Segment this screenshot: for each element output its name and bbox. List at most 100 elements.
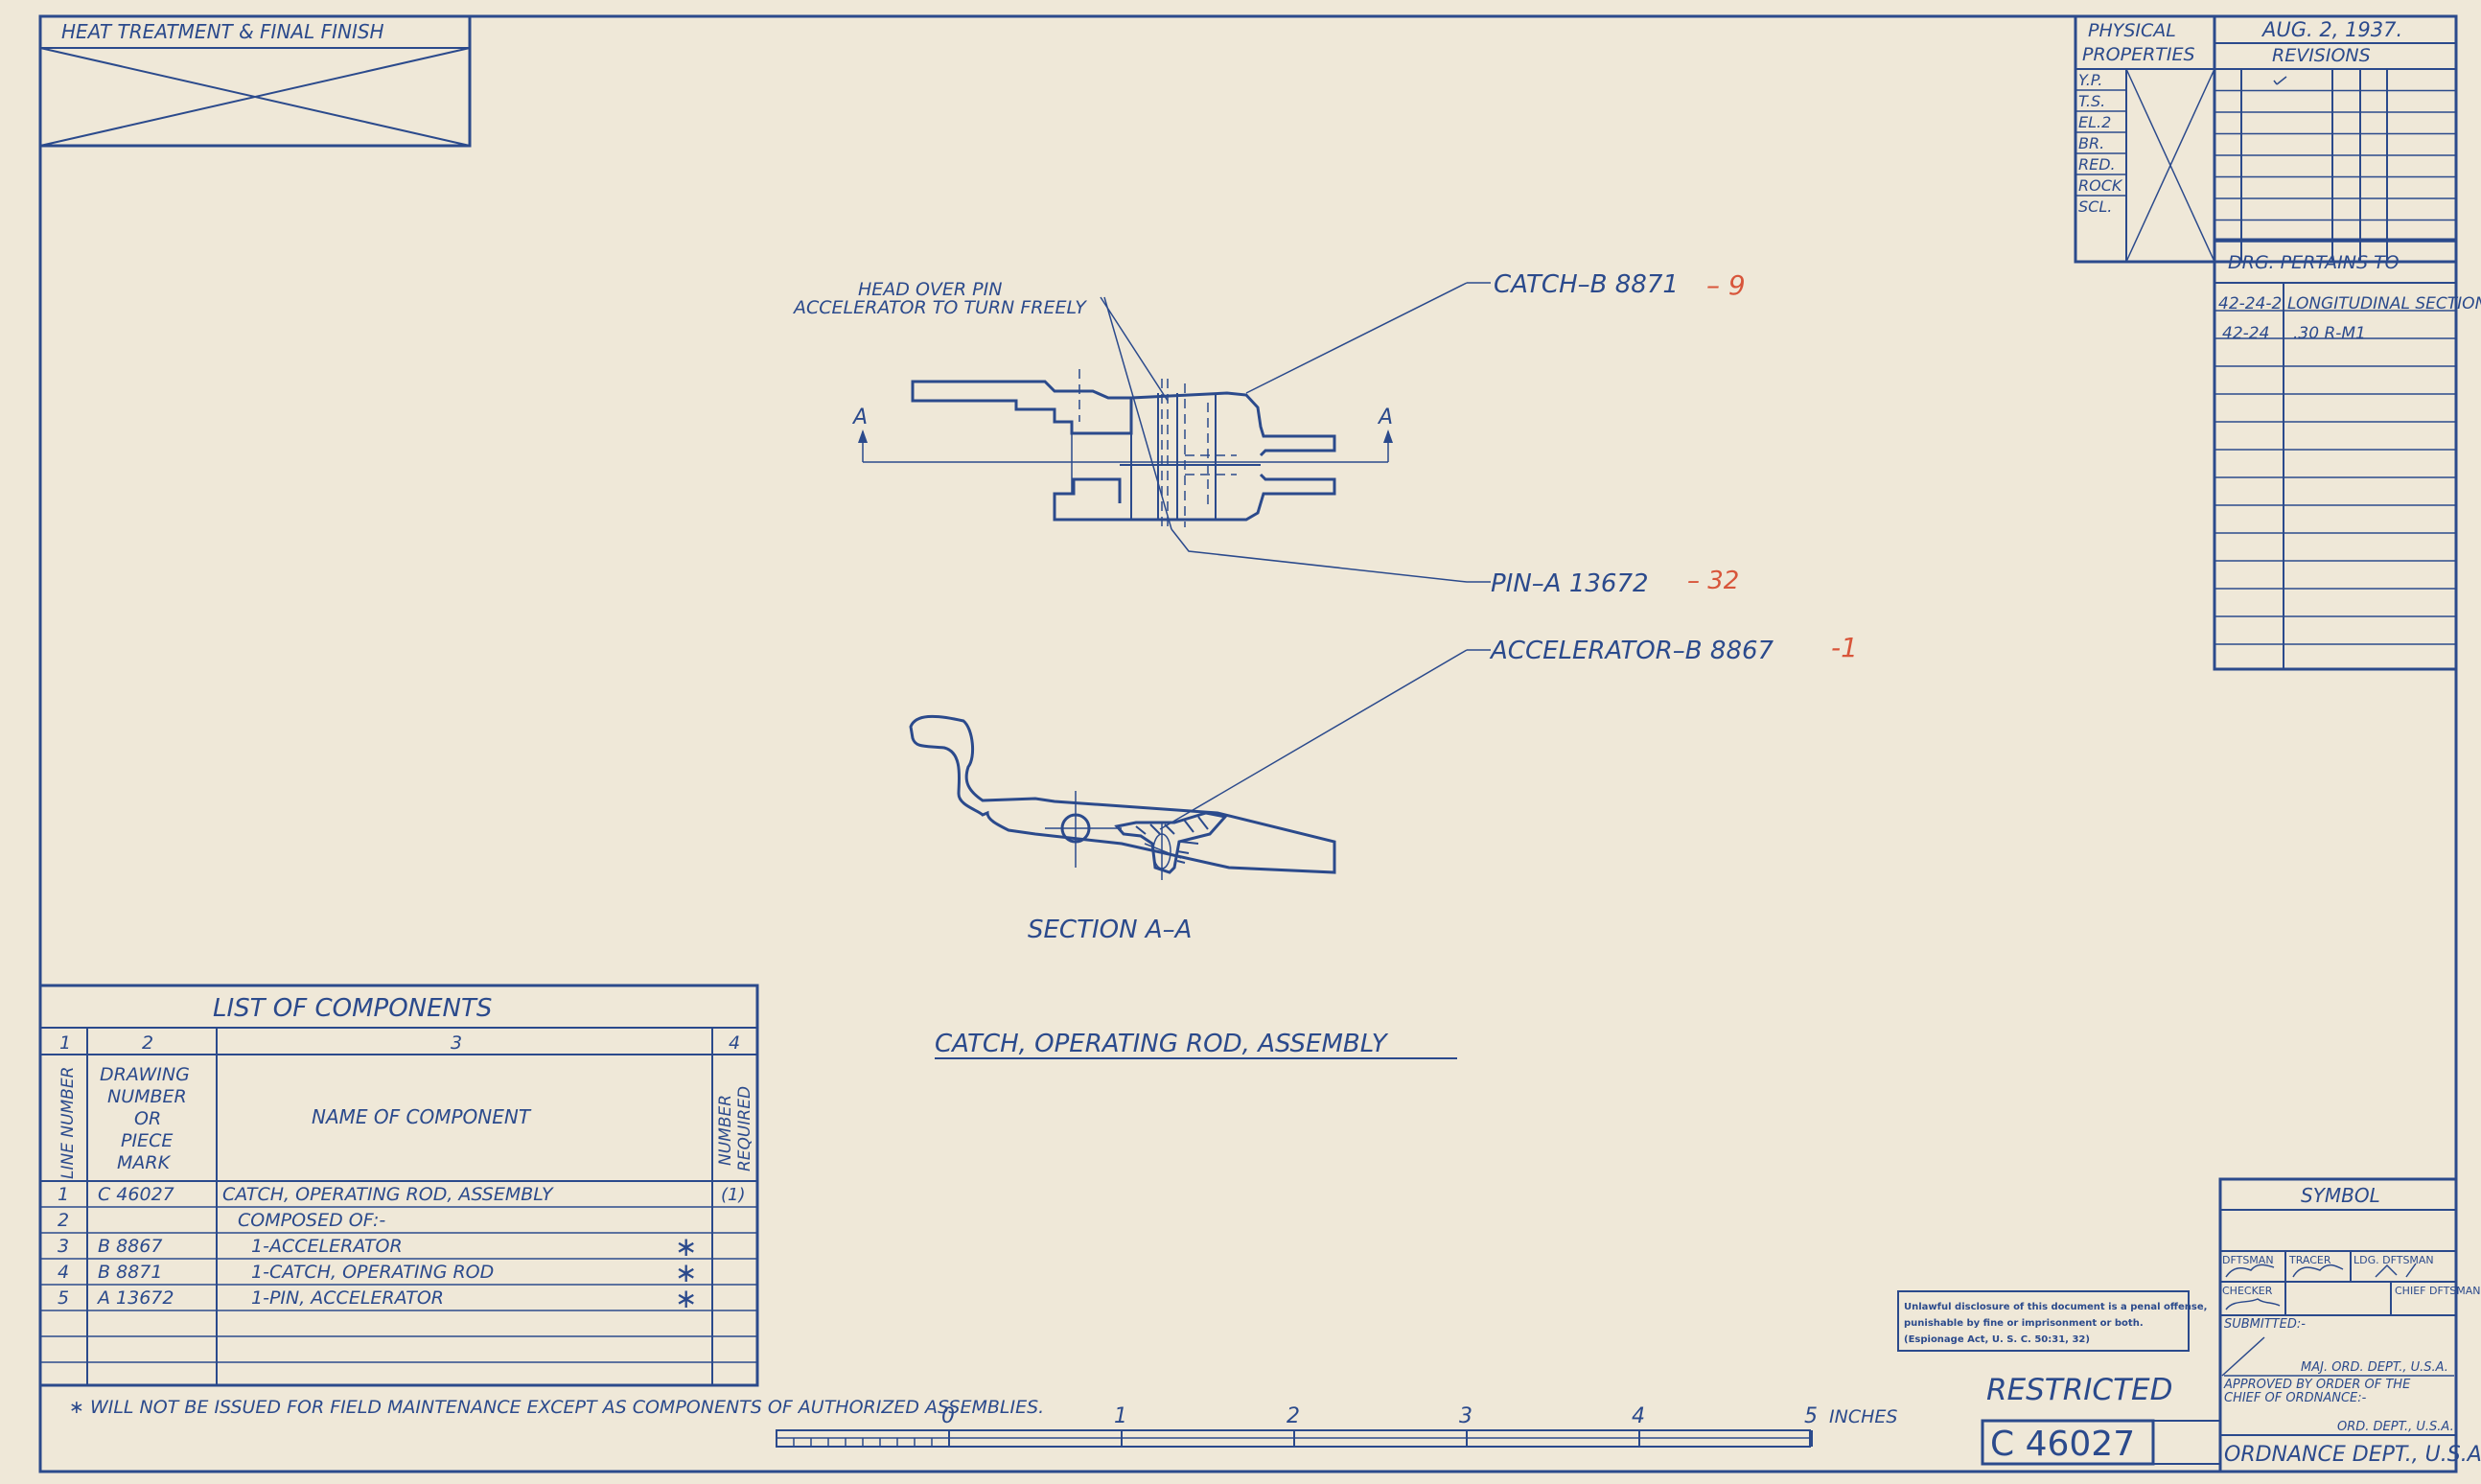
component-name: 1-PIN, ACCELERATOR <box>251 1287 444 1309</box>
physical-properties-title-2: PROPERTIES <box>2082 44 2195 65</box>
header-drawing-2: NUMBER <box>107 1086 187 1107</box>
physical-property-7: SCL. <box>2078 197 2112 216</box>
heat-treatment-title: HEAT TREATMENT & FINAL FINISH <box>61 20 384 43</box>
header-drawing-1: DRAWING <box>100 1064 190 1085</box>
pertains-rows <box>2214 310 2456 645</box>
section-marker-right: A <box>1377 406 1393 429</box>
physical-property-6: ROCK <box>2078 176 2123 195</box>
component-line-number: 5 <box>58 1287 69 1309</box>
header-drawing-5: MARK <box>117 1152 172 1173</box>
pertains-row-2-desc: .30 R-M1 <box>2293 324 2366 343</box>
component-required: (1) <box>721 1185 746 1205</box>
checker-label: CHECKER <box>2222 1285 2273 1297</box>
section-a-a-view <box>909 714 1336 880</box>
scale-label: 4 <box>1632 1404 1645 1428</box>
revisions-rows <box>2214 89 2456 243</box>
footnote: ∗ WILL NOT BE ISSUED FOR FIELD MAINTENAN… <box>69 1397 1044 1418</box>
callout-accelerator-mark: -1 <box>1831 632 1858 663</box>
physical-property-5: RED. <box>2078 155 2116 174</box>
header-drawing-3: OR <box>134 1108 161 1129</box>
component-required: ∗ <box>675 1257 697 1288</box>
header-number-1: NUMBER <box>716 1095 735 1166</box>
chief-dftsman-label: CHIEF DFTSMAN <box>2395 1285 2481 1297</box>
maj-label: MAJ. ORD. DEPT., U.S.A. <box>2301 1360 2448 1375</box>
approved-line-1: APPROVED BY ORDER OF THE <box>2223 1378 2411 1392</box>
revision-check-mark <box>2273 76 2287 85</box>
component-row: 1 C 46027 CATCH, OPERATING ROD, ASSEMBLY (1… <box>58 1184 746 1205</box>
restricted-stamp: RESTRICTED <box>1986 1373 2172 1407</box>
checker-initials <box>2225 1298 2281 1310</box>
ldg-dftsman-label: LDG. DFTSMAN <box>2353 1254 2434 1266</box>
component-name: 1-CATCH, OPERATING ROD <box>251 1262 494 1283</box>
callout-pin-mark: – 32 <box>1687 567 1739 595</box>
revision-date: AUG. 2, 1937. <box>2261 18 2402 41</box>
components-col-3: 3 <box>451 1032 462 1054</box>
disclosure-box: Unlawful disclosure of this document is … <box>1897 1290 2207 1352</box>
scale-label: 5 <box>1804 1404 1818 1428</box>
disclosure-line-3: (Espionage Act, U. S. C. 50:31, 32) <box>1904 1334 2090 1345</box>
ordnance-dept: ORDNANCE DEPT., U.S.A. <box>2224 1443 2481 1467</box>
tracer-initials <box>2292 1264 2344 1278</box>
physical-property-4: BR. <box>2078 134 2104 152</box>
scale-unit: INCHES <box>1829 1406 1897 1427</box>
head-note-line-2: ACCELERATOR TO TURN FREELY <box>792 297 1087 318</box>
callout-accelerator: ACCELERATOR–B 8867 <box>1489 637 1774 665</box>
component-line-number: 1 <box>58 1184 69 1205</box>
pertains-block: DRG. PERTAINS TO 42-24-2 LONGITUDINAL SE… <box>2213 238 2481 671</box>
head-note-line-1: HEAD OVER PIN <box>858 279 1002 300</box>
tracer-label: TRACER <box>2288 1254 2331 1266</box>
component-name: CATCH, OPERATING ROD, ASSEMBLY <box>222 1184 554 1205</box>
submitted-label: SUBMITTED:- <box>2224 1317 2306 1332</box>
components-col-1: 1 <box>59 1032 71 1054</box>
sheet-border <box>38 14 2458 1473</box>
physical-property-3: EL.2 <box>2078 113 2111 131</box>
pertains-row-1-number: 42-24-2 <box>2218 294 2282 313</box>
disclosure-line-2: punishable by fine or imprisonment or bo… <box>1904 1318 2144 1329</box>
components-col-4: 4 <box>729 1032 740 1054</box>
component-name: 1-ACCELERATOR <box>251 1236 403 1257</box>
section-marker-left: A <box>851 406 868 429</box>
header-number-2: REQUIRED <box>735 1086 754 1171</box>
ldg-dftsman-initials <box>2375 1263 2417 1278</box>
disclosure-line-1: Unlawful disclosure of this document is … <box>1904 1302 2207 1312</box>
approved-line-2: CHIEF OF ORDNANCE:- <box>2224 1391 2367 1405</box>
callout-catch-mark: – 9 <box>1706 269 1746 301</box>
leader-lines <box>1100 282 1491 830</box>
component-mark: C 46027 <box>98 1184 174 1205</box>
symbol-title: SYMBOL <box>2301 1184 2380 1207</box>
component-mark: B 8867 <box>98 1236 162 1257</box>
callout-pin: PIN–A 13672 <box>1491 569 1649 598</box>
header-name-of-component: NAME OF COMPONENT <box>312 1105 532 1128</box>
section-label: SECTION A–A <box>1028 916 1192 944</box>
component-line-number: 4 <box>58 1262 69 1283</box>
component-mark: A 13672 <box>96 1287 174 1309</box>
physical-properties-title-1: PHYSICAL <box>2088 20 2176 41</box>
physical-properties-block: PHYSICAL PROPERTIES Y.P. T.S. EL.2BR. RED. R… <box>2074 14 2216 264</box>
pertains-row-2-number: 42-24 <box>2222 324 2269 343</box>
component-line-number: 3 <box>58 1236 69 1257</box>
dftsman-initials <box>2225 1264 2275 1278</box>
component-required: ∗ <box>675 1231 697 1263</box>
component-mark: B 8871 <box>98 1262 162 1283</box>
components-col-2: 2 <box>142 1032 153 1054</box>
revisions-title: REVISIONS <box>2272 45 2371 66</box>
physical-property-2: T.S. <box>2078 92 2105 110</box>
component-row: 4 B 8871 1-CATCH, OPERATING ROD ∗ <box>58 1257 697 1288</box>
component-line-number: 2 <box>58 1210 69 1231</box>
component-required: ∗ <box>675 1283 697 1314</box>
scale-label: 1 <box>1114 1404 1127 1428</box>
component-row: 5 A 13672 1-PIN, ACCELERATOR ∗ <box>58 1283 697 1314</box>
header-line-number: LINE NUMBER <box>58 1067 78 1179</box>
assembly-top-view <box>858 369 1393 532</box>
pertains-row-1-desc: LONGITUDINAL SECTION <box>2287 294 2481 313</box>
symbol-block: SYMBOL DFTSMAN TRACER LDG. DFTSMAN CHECK… <box>2218 1177 2481 1473</box>
assembly-title: CATCH, OPERATING ROD, ASSEMBLY <box>935 1030 1389 1058</box>
header-drawing-4: PIECE <box>121 1130 173 1151</box>
dftsman-label: DFTSMAN <box>2222 1254 2274 1266</box>
physical-property-1: Y.P. <box>2078 71 2102 89</box>
revisions-block: AUG. 2, 1937. REVISIONS <box>2213 14 2458 264</box>
